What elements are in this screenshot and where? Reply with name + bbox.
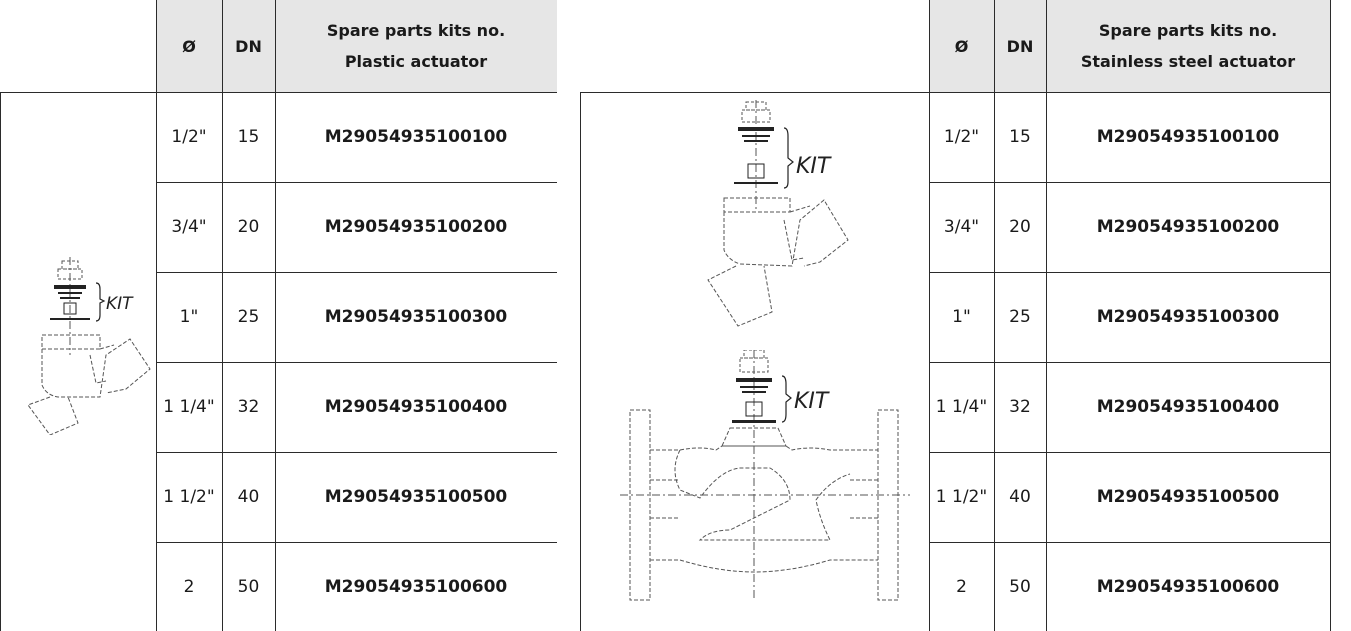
valve-diagram-stainless-globe: KIT (620, 350, 910, 601)
cell-dn: 40 (1009, 487, 1031, 507)
cell-kit-code: M29054935100200 (1096, 217, 1280, 237)
cell-dn: 25 (1009, 307, 1031, 327)
cell-diameter: 3/4" (943, 217, 980, 237)
header-kit-subtitle: Stainless steel actuator (1080, 52, 1296, 71)
cell-kit-code: M29054935100600 (1096, 576, 1280, 597)
header-dn: DN (235, 36, 262, 56)
cell-dn: 20 (1009, 217, 1031, 237)
valve-diagram-stainless-angle: KIT (707, 100, 849, 327)
cell-diameter: 2 (956, 576, 967, 597)
cell-kit-code: M29054935100300 (1096, 307, 1280, 327)
header-kit-title: Spare parts kits no. (1098, 21, 1278, 40)
header-fill-kit (1046, 0, 1330, 92)
header-fill-diameter (156, 0, 222, 92)
cell-dn: 50 (1009, 576, 1031, 597)
header-fill-dn (222, 0, 275, 92)
header-diameter: Ø (182, 36, 196, 56)
cell-diameter: 1 1/2" (935, 487, 988, 507)
cell-kit-code: M29054935100100 (324, 127, 508, 147)
cell-dn: 20 (237, 217, 260, 237)
cell-diameter: 1 1/4" (163, 397, 215, 417)
cell-kit-code: M29054935100200 (324, 217, 508, 237)
cell-diameter: 1/2" (171, 127, 207, 147)
cell-kit-code: M29054935100500 (324, 487, 508, 507)
kit-label: KIT (794, 389, 830, 414)
cell-diameter: 1/2" (943, 127, 980, 147)
header-kit: Spare parts kits no. Plastic actuator (275, 0, 557, 92)
cell-dn: 40 (237, 487, 260, 507)
cell-diameter: 1" (179, 307, 199, 327)
kit-label: KIT (106, 294, 134, 314)
header-fill-dn (994, 0, 1046, 92)
cell-diameter: 2 (183, 576, 195, 597)
header-kit-title: Spare parts kits no. (326, 21, 506, 40)
cell-kit-code: M29054935100600 (324, 576, 508, 597)
cell-diameter: 1" (952, 307, 971, 327)
header-dn: DN (1006, 36, 1034, 56)
header-fill-kit (275, 0, 557, 92)
kit-label: KIT (796, 154, 832, 179)
cell-diameter: 1 1/4" (935, 397, 988, 417)
header-kit: Spare parts kits no. Stainless steel act… (1046, 0, 1330, 92)
header-kit-subtitle: Plastic actuator (344, 52, 488, 71)
cell-dn: 50 (237, 576, 260, 597)
valve-diagram-plastic: KIT (27, 257, 151, 435)
cell-diameter: 1 1/2" (163, 487, 215, 507)
header-diameter: Ø (954, 36, 969, 56)
cell-dn: 15 (1009, 127, 1031, 147)
cell-kit-code: M29054935100400 (324, 397, 508, 417)
cell-kit-code: M29054935100500 (1096, 487, 1280, 507)
cell-dn: 25 (237, 307, 260, 327)
cell-kit-code: M29054935100300 (324, 307, 508, 327)
cell-kit-code: M29054935100100 (1096, 127, 1280, 147)
header-fill-diameter (929, 0, 994, 92)
cell-dn: 32 (1009, 397, 1031, 417)
cell-dn: 15 (237, 127, 260, 147)
cell-kit-code: M29054935100400 (1096, 397, 1280, 417)
cell-dn: 32 (237, 397, 260, 417)
cell-diameter: 3/4" (171, 217, 207, 237)
